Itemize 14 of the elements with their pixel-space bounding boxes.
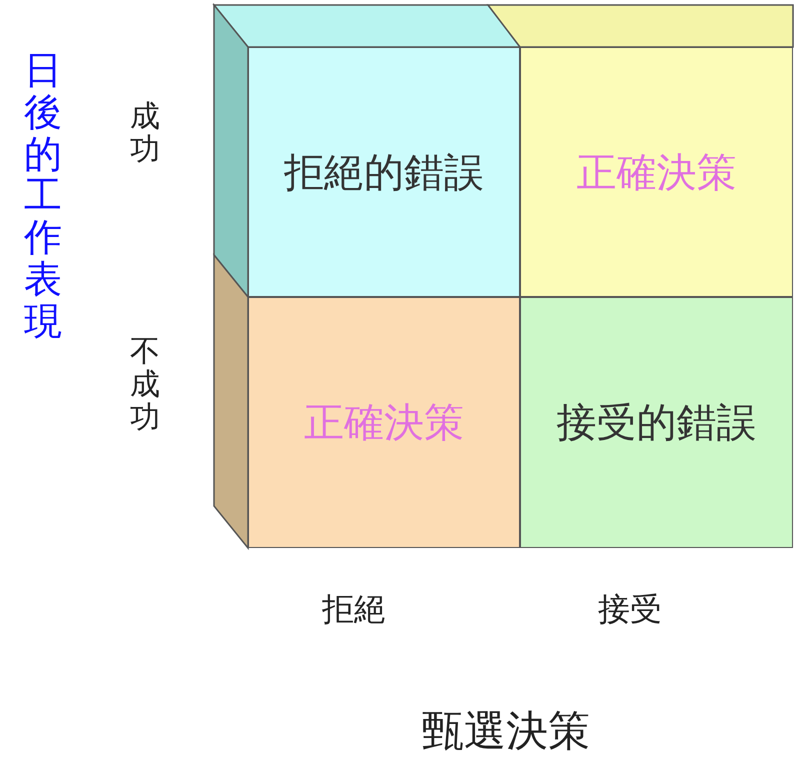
quadrant-label: 正確決策 (304, 399, 464, 448)
row-label: 成功 (130, 100, 160, 166)
column-label: 拒絕 (322, 589, 386, 630)
quadrant-label: 拒絕的錯誤 (284, 148, 484, 198)
axis-title: 日後的工作表現 (24, 50, 62, 343)
quadrant-label: 接受的錯誤 (556, 399, 756, 448)
row-label: 不成功 (130, 335, 160, 434)
quadrant-box (248, 47, 520, 297)
column-label: 接受 (598, 589, 662, 630)
axis-title: 甄選決策 (422, 705, 590, 757)
quadrant-box (520, 297, 793, 548)
quadrant-box (248, 297, 520, 548)
quadrant-box (520, 47, 793, 297)
quadrant-label: 正確決策 (576, 148, 736, 198)
